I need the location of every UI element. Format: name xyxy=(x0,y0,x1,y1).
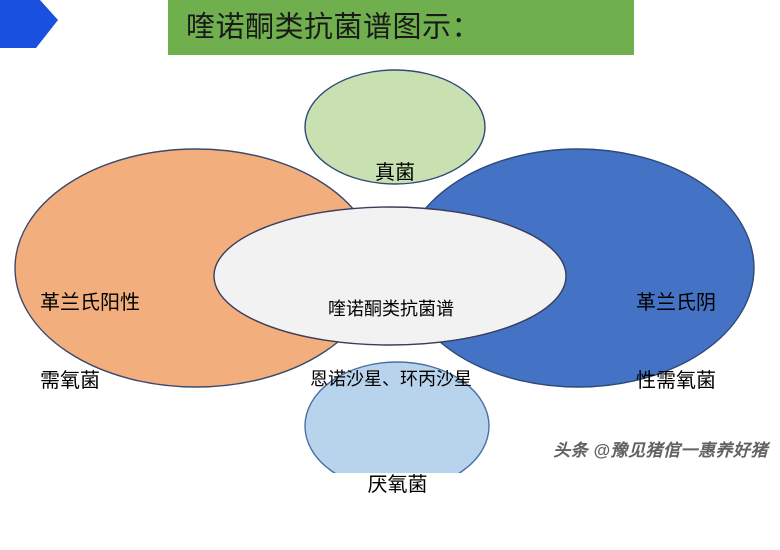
ellipse-fungi[interactable] xyxy=(304,69,486,185)
ellipse-quinolone-spectrum[interactable] xyxy=(213,206,567,346)
chevron-right-icon xyxy=(0,0,58,48)
diagram-svg xyxy=(0,0,755,473)
title-banner: 喹诺酮类抗菌谱图示： xyxy=(168,0,634,55)
slide-canvas: 喹诺酮类抗菌谱图示： 真菌 革兰氏阳性 需氧菌 革兰氏阴 性需氧菌 喹诺酮类抗菌… xyxy=(0,0,768,496)
label-anaerobes-text: 厌氧菌 xyxy=(367,474,428,496)
page-title: 喹诺酮类抗菌谱图示： xyxy=(186,11,482,43)
ellipse-anaerobes[interactable] xyxy=(304,361,490,473)
watermark-text: 头条 @豫见猪倌一惠养好猪 xyxy=(553,441,768,460)
